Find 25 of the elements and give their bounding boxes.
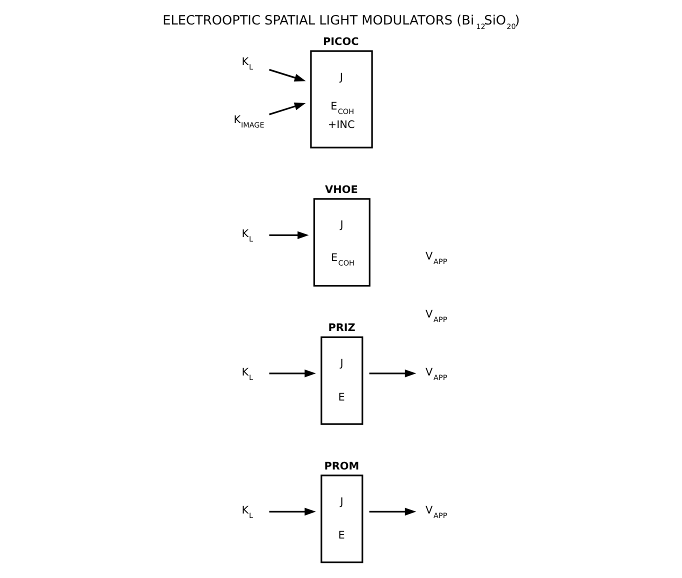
node-label: PRIZ xyxy=(328,322,355,334)
arrow xyxy=(268,68,306,82)
node-label: PICOC xyxy=(322,36,358,48)
node-text: K$_{IMAGE}$ xyxy=(233,114,264,130)
node-label: PROM xyxy=(324,460,359,472)
node-box: J E$_{COH}$ +INC xyxy=(310,50,372,148)
label: V$_{APP}$ xyxy=(425,308,447,324)
node-text: K$_{L}$ xyxy=(241,504,253,520)
node-label: VHOE xyxy=(324,184,358,196)
node-text: K$_{L}$ xyxy=(241,366,253,382)
arrow xyxy=(268,102,306,116)
diagram-title: ELECTROOPTIC SPATIAL LIGHT MODULATORS (Bi$_{12}$SiO$_{20}$) xyxy=(162,13,520,31)
node-box: J E xyxy=(320,336,363,425)
node-text: V$_{APP}$ xyxy=(425,366,447,382)
arrow xyxy=(268,369,316,378)
arrow xyxy=(268,508,316,516)
node-box: J E xyxy=(320,474,363,564)
label: V$_{APP}$ xyxy=(425,250,447,266)
node-box: J E$_{COH}$ xyxy=(312,198,370,287)
arrow xyxy=(368,369,416,378)
node-text: K$_{L}$ xyxy=(241,56,253,72)
arrow xyxy=(368,508,416,516)
arrow xyxy=(268,231,308,240)
node-text: V$_{APP}$ xyxy=(425,504,447,520)
node-text: K$_{L}$ xyxy=(241,228,253,244)
